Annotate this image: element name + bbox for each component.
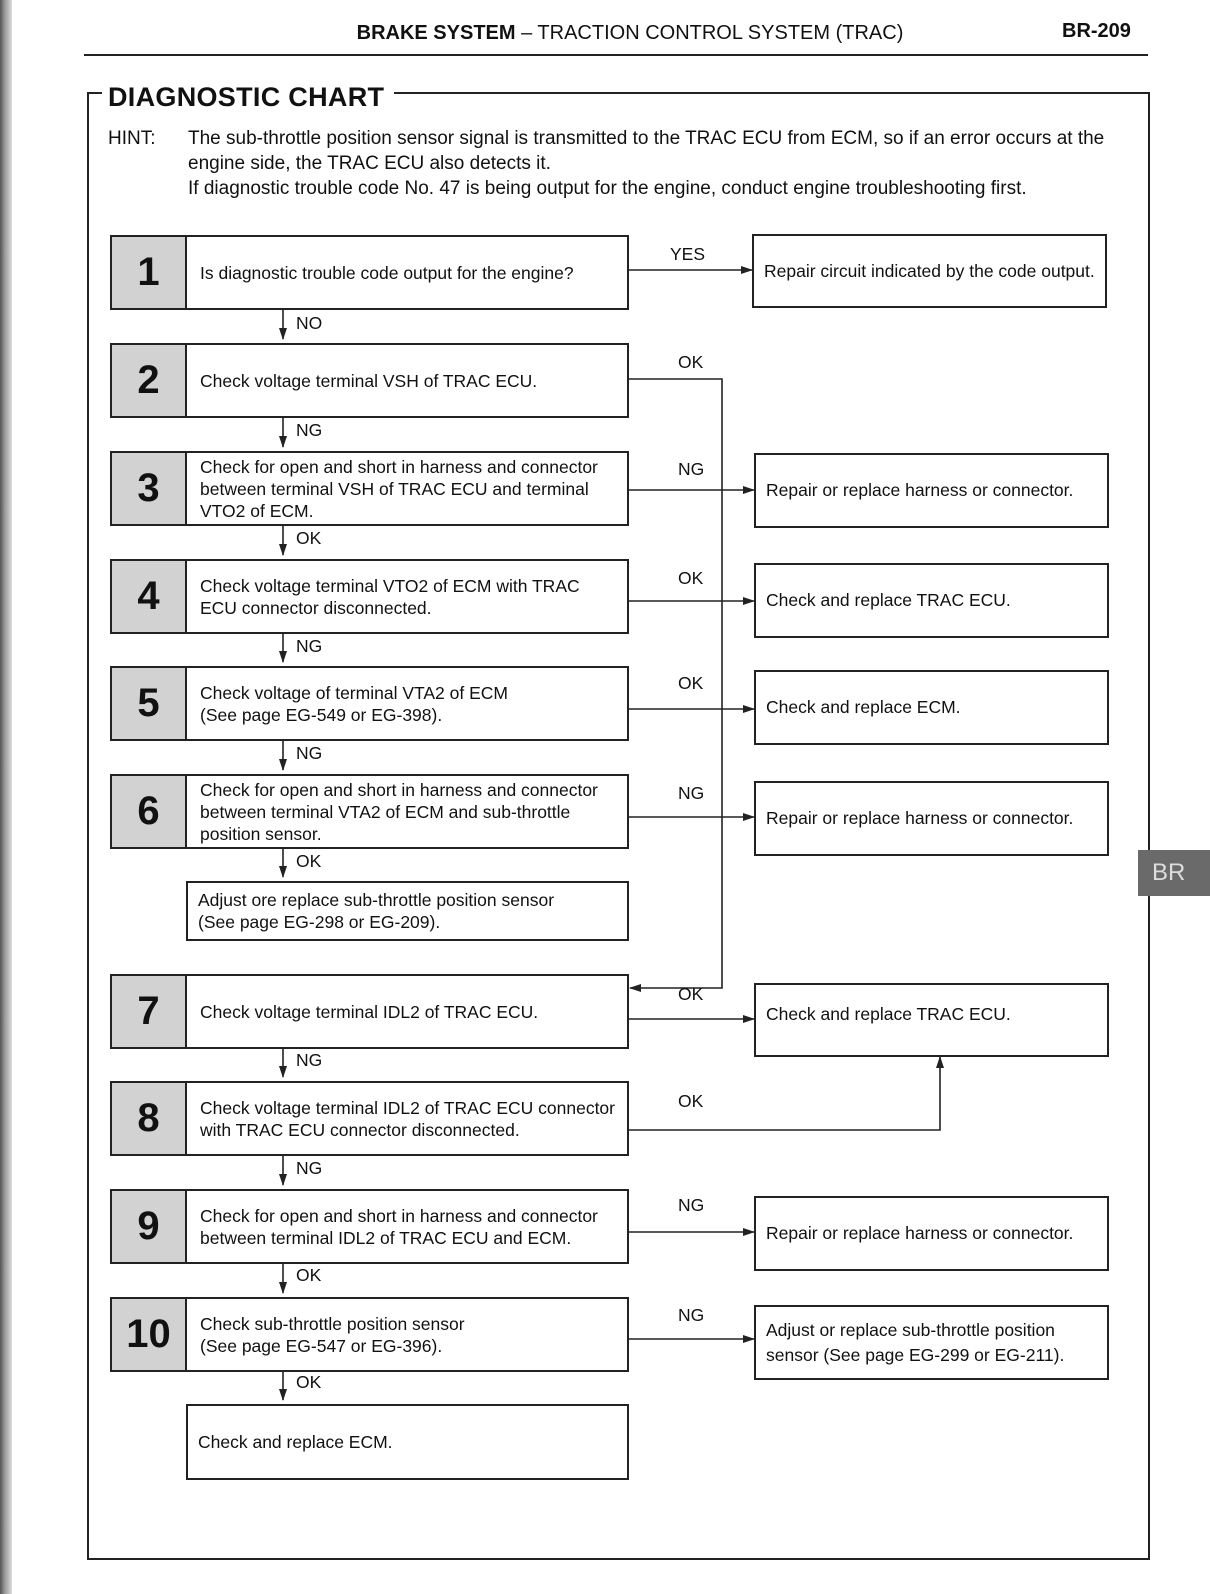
step-2: 2 Check voltage terminal VSH of TRAC ECU… [110, 343, 629, 418]
hint-paragraph-2: If diagnostic trouble code No. 47 is bei… [188, 178, 1027, 199]
action-repair-harness-6: Repair or replace harness or connector. [754, 781, 1109, 856]
page-binding-shadow [0, 0, 12, 1594]
step-number: 8 [112, 1083, 187, 1154]
step-text: Check for open and short in harness and … [200, 1205, 598, 1248]
label-ng: NG [296, 743, 323, 763]
running-header: BRAKE SYSTEM – TRACTION CONTROL SYSTEM (… [300, 22, 960, 45]
step-text: Check voltage terminal VSH of TRAC ECU. [200, 370, 538, 391]
step-reference: (See page EG-549 or EG-398). [200, 704, 443, 725]
label-ng: NG [678, 459, 705, 479]
action-replace-trac-ecu-7: Check and replace TRAC ECU. [754, 983, 1109, 1057]
step-10: 10 Check sub-throttle position sensor (S… [110, 1297, 629, 1372]
step-text: Check for open and short in harness and … [200, 456, 598, 521]
hint-text: The sub-throttle position sensor signal … [188, 126, 1128, 201]
step-text: Check voltage terminal VTO2 of ECM with … [200, 575, 580, 618]
label-ok: OK [296, 851, 322, 871]
step-3: 3 Check for open and short in harness an… [110, 451, 629, 526]
label-ng: NG [678, 783, 705, 803]
step-main-text: Check sub-throttle position sensor [200, 1313, 465, 1334]
label-ok: OK [678, 352, 704, 372]
step-number: 2 [112, 345, 187, 416]
step-6: 6 Check for open and short in harness an… [110, 774, 629, 849]
hint-label: HINT: [108, 128, 156, 149]
label-ng: NG [296, 636, 323, 656]
step-number: 7 [112, 976, 187, 1047]
label-ng: NG [678, 1195, 705, 1215]
label-ok: OK [296, 1372, 322, 1392]
step-4: 4 Check voltage terminal VTO2 of ECM wit… [110, 559, 629, 634]
step-number: 4 [112, 561, 187, 632]
label-yes: YES [670, 244, 706, 264]
action-replace-trac-ecu-4: Check and replace TRAC ECU. [754, 563, 1109, 638]
chart-frame [87, 92, 1150, 1560]
step-text: Check voltage terminal IDL2 of TRAC ECU. [200, 1001, 539, 1022]
label-ng: NG [296, 420, 323, 440]
step-text: Check for open and short in harness and … [200, 779, 598, 844]
label-ok: OK [678, 568, 704, 588]
step-text: Check sub-throttle position sensor (See … [200, 1299, 619, 1370]
box-main-text: Adjust ore replace sub-throttle position… [198, 890, 555, 910]
step-number: 1 [112, 237, 187, 308]
adjust-sensor-box: Adjust ore replace sub-throttle position… [186, 881, 629, 941]
label-ok: OK [678, 673, 704, 693]
step-9: 9 Check for open and short in harness an… [110, 1189, 629, 1264]
label-ng: NG [678, 1305, 705, 1325]
action-repair-harness-9: Repair or replace harness or connector. [754, 1196, 1109, 1271]
step-7: 7 Check voltage terminal IDL2 of TRAC EC… [110, 974, 629, 1049]
step-8: 8 Check voltage terminal IDL2 of TRAC EC… [110, 1081, 629, 1156]
header-subsystem: TRACTION CONTROL SYSTEM (TRAC) [537, 22, 904, 44]
action-adjust-sensor-10: Adjust or replace sub-throttle position … [754, 1305, 1109, 1380]
label-ok: OK [296, 1265, 322, 1285]
step-text: Check voltage of terminal VTA2 of ECM (S… [200, 668, 619, 739]
header-dash: – [515, 22, 538, 44]
step-number: 9 [112, 1191, 187, 1262]
header-rule [84, 54, 1148, 56]
final-replace-ecm-box: Check and replace ECM. [186, 1404, 629, 1480]
step-5: 5 Check voltage of terminal VTA2 of ECM … [110, 666, 629, 741]
label-no: NO [296, 313, 323, 333]
section-tab-br: BR [1138, 850, 1210, 896]
step-main-text: Check voltage of terminal VTA2 of ECM [200, 682, 508, 703]
step-number: 6 [112, 776, 187, 847]
label-ok: OK [678, 984, 704, 1004]
action-repair-harness-3: Repair or replace harness or connector. [754, 453, 1109, 528]
box-reference: (See page EG-298 or EG-209). [198, 912, 441, 932]
step-text: Check voltage terminal IDL2 of TRAC ECU … [200, 1097, 615, 1140]
action-repair-circuit: Repair circuit indicated by the code out… [752, 234, 1107, 308]
hint-paragraph-1: The sub-throttle position sensor signal … [188, 128, 1105, 174]
section-title: DIAGNOSTIC CHART [102, 82, 395, 113]
label-ok: OK [678, 1091, 704, 1111]
header-system: BRAKE SYSTEM [356, 22, 516, 44]
step-number: 5 [112, 668, 187, 739]
label-ng: NG [296, 1050, 323, 1070]
step-reference: (See page EG-547 or EG-396). [200, 1335, 443, 1356]
action-replace-ecm-5: Check and replace ECM. [754, 670, 1109, 745]
step-number: 10 [112, 1299, 187, 1370]
label-ng: NG [296, 1158, 323, 1178]
step-1: 1 Is diagnostic trouble code output for … [110, 235, 629, 310]
page-number: BR-209 [1062, 20, 1131, 42]
label-ok: OK [296, 528, 322, 548]
step-text: Is diagnostic trouble code output for th… [200, 262, 574, 283]
step-number: 3 [112, 453, 187, 524]
